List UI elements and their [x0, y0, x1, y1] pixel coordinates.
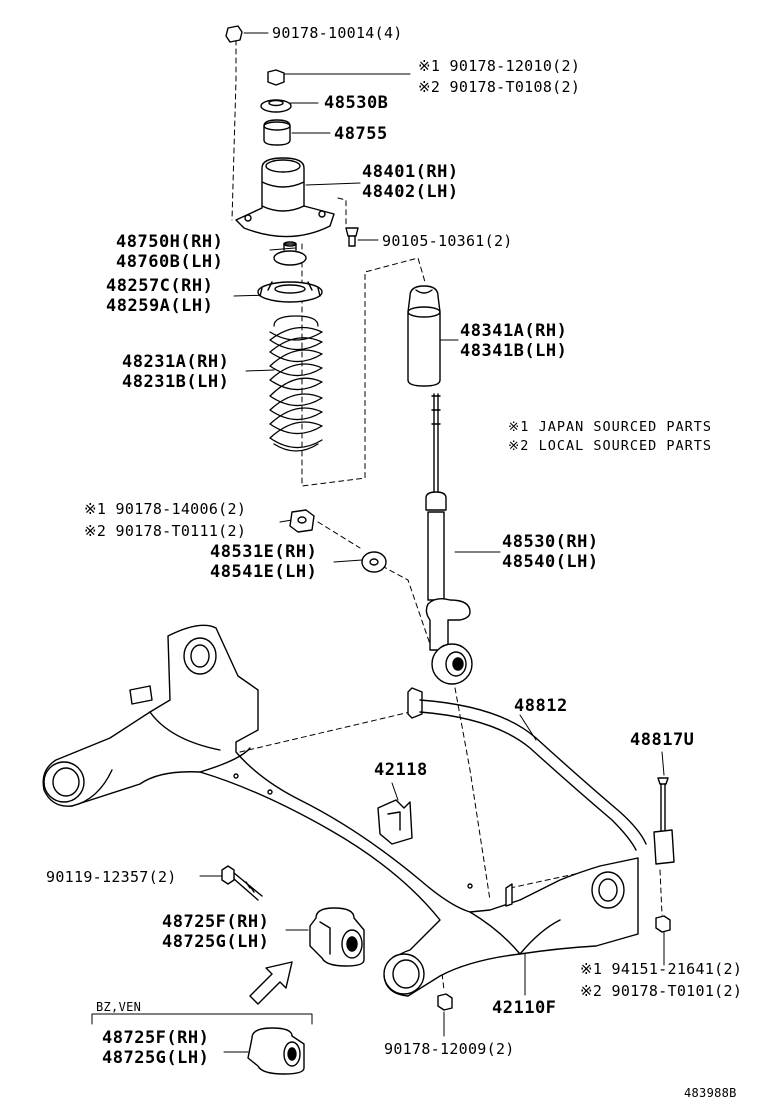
- label-nut-local: ※2 90178-T0108(2): [418, 78, 581, 96]
- label-upper-seat: 48750H(RH) 48760B(LH): [116, 232, 223, 272]
- nut-shock-shape: [289, 509, 315, 533]
- label-support-lh: 48402(LH): [362, 182, 459, 202]
- stabilizer-link-shape: [653, 777, 675, 865]
- label-insulator-rh: 48257C(RH): [106, 276, 214, 296]
- bushing-shape: [309, 907, 365, 967]
- label-nut-bottom-japan: ※1 94151-21641(2): [580, 960, 743, 978]
- support-mount-shape: [235, 157, 335, 238]
- label-spring-lh: 48231B(LH): [122, 372, 230, 392]
- spring-insulator-shape: [257, 281, 323, 303]
- label-variant-tag: BZ,VEN: [96, 1000, 142, 1014]
- label-boot: 48341A(RH) 48341B(LH): [460, 321, 567, 361]
- retainer-shape: [260, 99, 292, 113]
- label-stabilizer-bar: 48812: [514, 696, 568, 716]
- label-variant-bushing-lh: 48725G(LH): [102, 1048, 210, 1068]
- label-boot-rh: 48341A(RH): [460, 321, 568, 341]
- label-bolt-axle: 90119-12357(2): [46, 868, 177, 886]
- label-nut-axle: 90178-12009(2): [384, 1040, 515, 1058]
- label-absorber: 48530(RH) 48540(LH): [502, 532, 599, 572]
- nut-top-shape: [225, 25, 243, 43]
- legend-local: ※2 LOCAL SOURCED PARTS: [508, 438, 712, 454]
- label-insulator: 48257C(RH) 48259A(LH): [106, 276, 213, 316]
- upper-seat-shape: [273, 241, 307, 266]
- label-spring-rh: 48231A(RH): [122, 352, 230, 372]
- nut-bottom-shape: [655, 915, 671, 933]
- legend-japan: ※1 JAPAN SOURCED PARTS: [508, 419, 712, 435]
- label-nut-japan: ※1 90178-12010(2): [418, 57, 581, 75]
- variant-box-frame: [91, 1013, 313, 1025]
- label-bushing-rh: 48725F(RH): [162, 912, 270, 932]
- bracket-shape: [377, 799, 413, 845]
- label-bushing: 48725F(RH) 48725G(LH): [162, 912, 269, 952]
- nut-flange-shape: [267, 69, 285, 86]
- label-nut-bottom-local: ※2 90178-T0101(2): [580, 982, 743, 1000]
- label-bolt-support: 90105-10361(2): [382, 232, 513, 250]
- label-retainer: 48530B: [324, 93, 389, 113]
- nut-axle-shape: [437, 993, 453, 1011]
- bolt-axle-shape: [221, 865, 263, 901]
- label-axle-beam: 42110F: [492, 998, 557, 1018]
- dust-boot-shape: [407, 285, 441, 387]
- label-nut-top: 90178-10014(4): [272, 24, 403, 42]
- stabilizer-bar-shape: [407, 687, 647, 851]
- label-bracket: 42118: [374, 760, 428, 780]
- shock-absorber-shape: [425, 393, 473, 685]
- variant-bushing-shape: [247, 1027, 305, 1075]
- direction-arrow-icon: [249, 961, 293, 1005]
- label-washer-rh: 48531E(RH): [210, 542, 318, 562]
- washer-shape: [361, 551, 387, 573]
- label-insulator-lh: 48259A(LH): [106, 296, 214, 316]
- label-absorber-lh: 48540(LH): [502, 552, 599, 572]
- label-upper-seat-rh: 48750H(RH): [116, 232, 224, 252]
- label-upper-seat-lh: 48760B(LH): [116, 252, 224, 272]
- bolt-support-shape: [345, 227, 359, 247]
- label-boot-lh: 48341B(LH): [460, 341, 568, 361]
- label-support: 48401(RH) 48402(LH): [362, 162, 459, 202]
- coil-spring-shape: [269, 315, 323, 452]
- label-washer: 48531E(RH) 48541E(LH): [210, 542, 317, 582]
- label-washer-lh: 48541E(LH): [210, 562, 318, 582]
- label-nut-shock-local: ※2 90178-T0111(2): [84, 522, 247, 540]
- label-variant-bushing: 48725F(RH) 48725G(LH): [102, 1028, 209, 1068]
- bumper-top-shape: [263, 119, 291, 146]
- label-support-rh: 48401(RH): [362, 162, 459, 182]
- label-bushing-lh: 48725G(LH): [162, 932, 270, 952]
- drawing-number: 483988B: [684, 1086, 737, 1100]
- label-bumper-top: 48755: [334, 124, 388, 144]
- label-nut-shock-japan: ※1 90178-14006(2): [84, 500, 247, 518]
- axle-beam-shape: [42, 624, 639, 997]
- label-absorber-rh: 48530(RH): [502, 532, 599, 552]
- label-variant-bushing-rh: 48725F(RH): [102, 1028, 210, 1048]
- label-stabilizer-link: 48817U: [630, 730, 695, 750]
- label-spring: 48231A(RH) 48231B(LH): [122, 352, 229, 392]
